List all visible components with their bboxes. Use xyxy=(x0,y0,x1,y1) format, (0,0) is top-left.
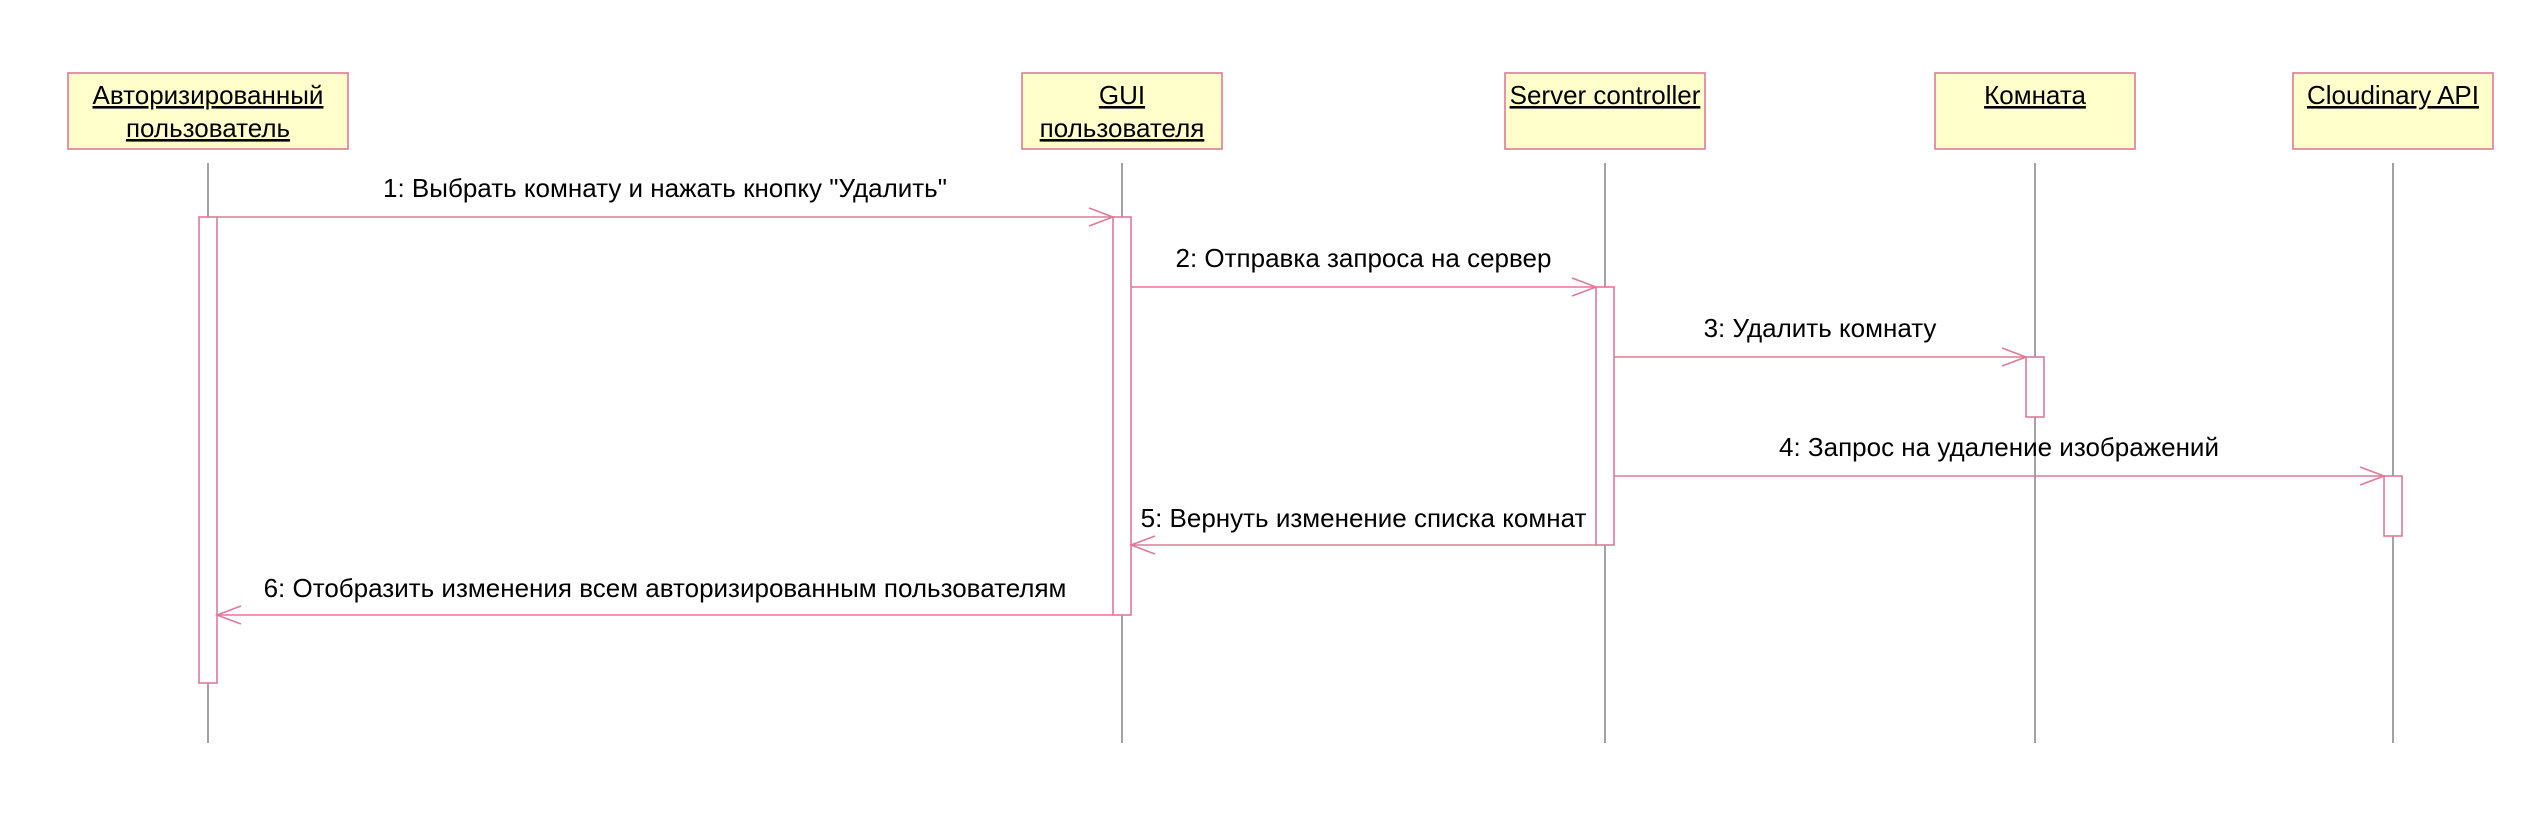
activation-bar-user xyxy=(198,216,218,684)
participant-box-gui xyxy=(1021,72,1223,150)
message-label-3: 3: Удалить комнату xyxy=(1704,313,1937,343)
participant-label-room: Комната xyxy=(1984,80,2086,110)
message-arrowhead-6 xyxy=(214,605,242,625)
message-arrowhead-2 xyxy=(1571,277,1599,297)
message-arrowhead-1 xyxy=(1088,207,1116,227)
message-arrowhead-5 xyxy=(1128,535,1156,555)
activation-bar-room xyxy=(2025,356,2045,418)
participant-box-server xyxy=(1504,72,1706,150)
participant-box-cloud xyxy=(2292,72,2494,150)
message-label-5: 5: Вернуть изменение списка комнат xyxy=(1141,503,1587,533)
participant-box-user xyxy=(67,72,349,150)
participant-label-server: Server controller xyxy=(1510,80,1701,110)
message-label-2: 2: Отправка запроса на сервер xyxy=(1176,243,1552,273)
participant-label-gui: пользователя xyxy=(1040,113,1205,143)
participant-box-room xyxy=(1934,72,2136,150)
message-arrowhead-4 xyxy=(2359,466,2387,486)
message-label-4: 4: Запрос на удаление изображений xyxy=(1779,432,2219,462)
participant-label-gui: GUI xyxy=(1099,80,1145,110)
participant-label-user: Авторизированный xyxy=(93,80,324,110)
activation-bar-server xyxy=(1595,286,1615,546)
activation-bar-gui xyxy=(1112,216,1132,616)
message-arrowhead-3 xyxy=(2001,347,2029,367)
message-label-1: 1: Выбрать комнату и нажать кнопку "Удал… xyxy=(383,173,947,203)
participant-label-user: пользователь xyxy=(126,113,290,143)
participant-label-cloud: Cloudinary API xyxy=(2307,80,2479,110)
message-label-6: 6: Отобразить изменения всем авторизиров… xyxy=(264,573,1067,603)
activation-bar-cloud xyxy=(2383,475,2403,537)
